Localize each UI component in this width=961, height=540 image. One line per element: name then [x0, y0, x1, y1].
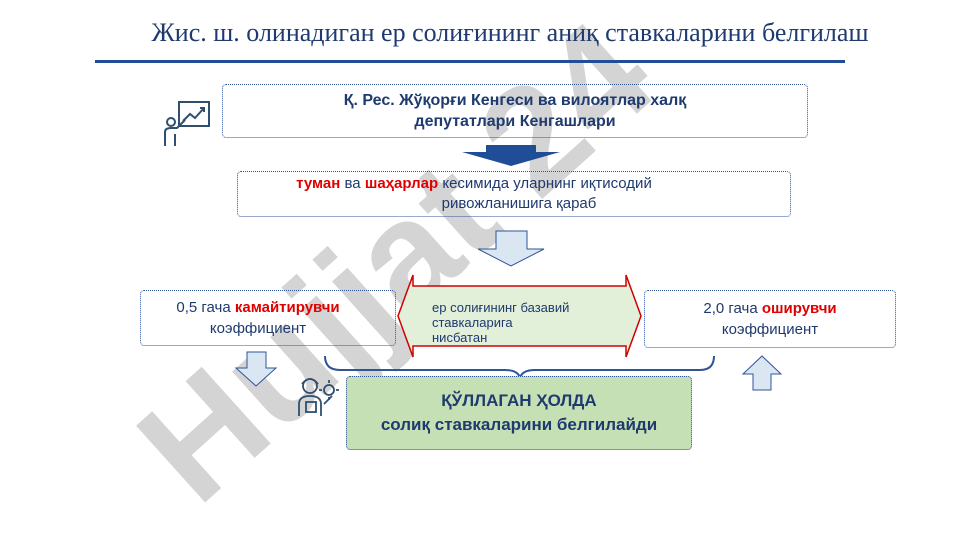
district-box: туман ва шаҳарлар кесимида уларнинг иқти…: [237, 171, 791, 217]
watermark-text: Hujjat 24: [107, 0, 684, 533]
down-arrow-mid: [477, 230, 545, 267]
increase-line2: коэффициент: [721, 321, 819, 338]
base-rate-line3: нисбатан: [432, 330, 488, 345]
down-arrow-left: [234, 351, 278, 387]
title-underline: [95, 60, 845, 63]
district-word: туман: [296, 175, 341, 192]
decrease-line2: коэффициент: [209, 320, 307, 337]
district-rest: кесимида уларнинг иқтисодий: [438, 175, 652, 192]
cities-word: шаҳарлар: [364, 175, 439, 192]
council-line1: Қ. Рес. Жўқорғи Кенгеси ва вилоятлар хал…: [343, 92, 687, 109]
increase-amount: 2,0 гача: [703, 300, 762, 317]
down-arrow-top: [462, 152, 560, 166]
result-box: ҚЎЛЛАГАН ҲОЛДА солиқ ставкаларини белгил…: [346, 376, 692, 450]
page-title: Жис. ш. олинадиган ер солиғининг аниқ ст…: [151, 18, 869, 47]
district-line2: ривожланишига қараб: [441, 195, 597, 212]
up-arrow-right: [741, 355, 783, 391]
decrease-box: 0,5 гача камайтирувчи коэффициент: [140, 290, 396, 346]
increase-word: оширувчи: [761, 300, 837, 317]
double-arrow: [397, 274, 642, 358]
result-line1: ҚЎЛЛАГАН ҲОЛДА: [441, 391, 597, 410]
worker-gear-icon: [298, 378, 339, 416]
council-line2: депутатлари Кенгашлари: [414, 113, 616, 130]
base-rate-line2: ставкаларига: [432, 315, 513, 330]
council-box: Қ. Рес. Жўқорғи Кенгеси ва вилоятлар хал…: [222, 84, 808, 138]
presenter-chart-icon: [164, 101, 210, 146]
and-word: ва: [340, 175, 365, 192]
base-rate-line1: ер солиғининг базавий: [432, 300, 570, 315]
increase-box: 2,0 гача оширувчи коэффициент: [644, 290, 896, 348]
base-rate-text: ер солиғининг базавий ставкаларига нисба…: [432, 300, 632, 345]
decrease-amount: 0,5 гача: [176, 299, 235, 316]
result-line2: солиқ ставкаларини белгилайди: [380, 415, 658, 434]
decrease-word: камайтирувчи: [234, 299, 340, 316]
